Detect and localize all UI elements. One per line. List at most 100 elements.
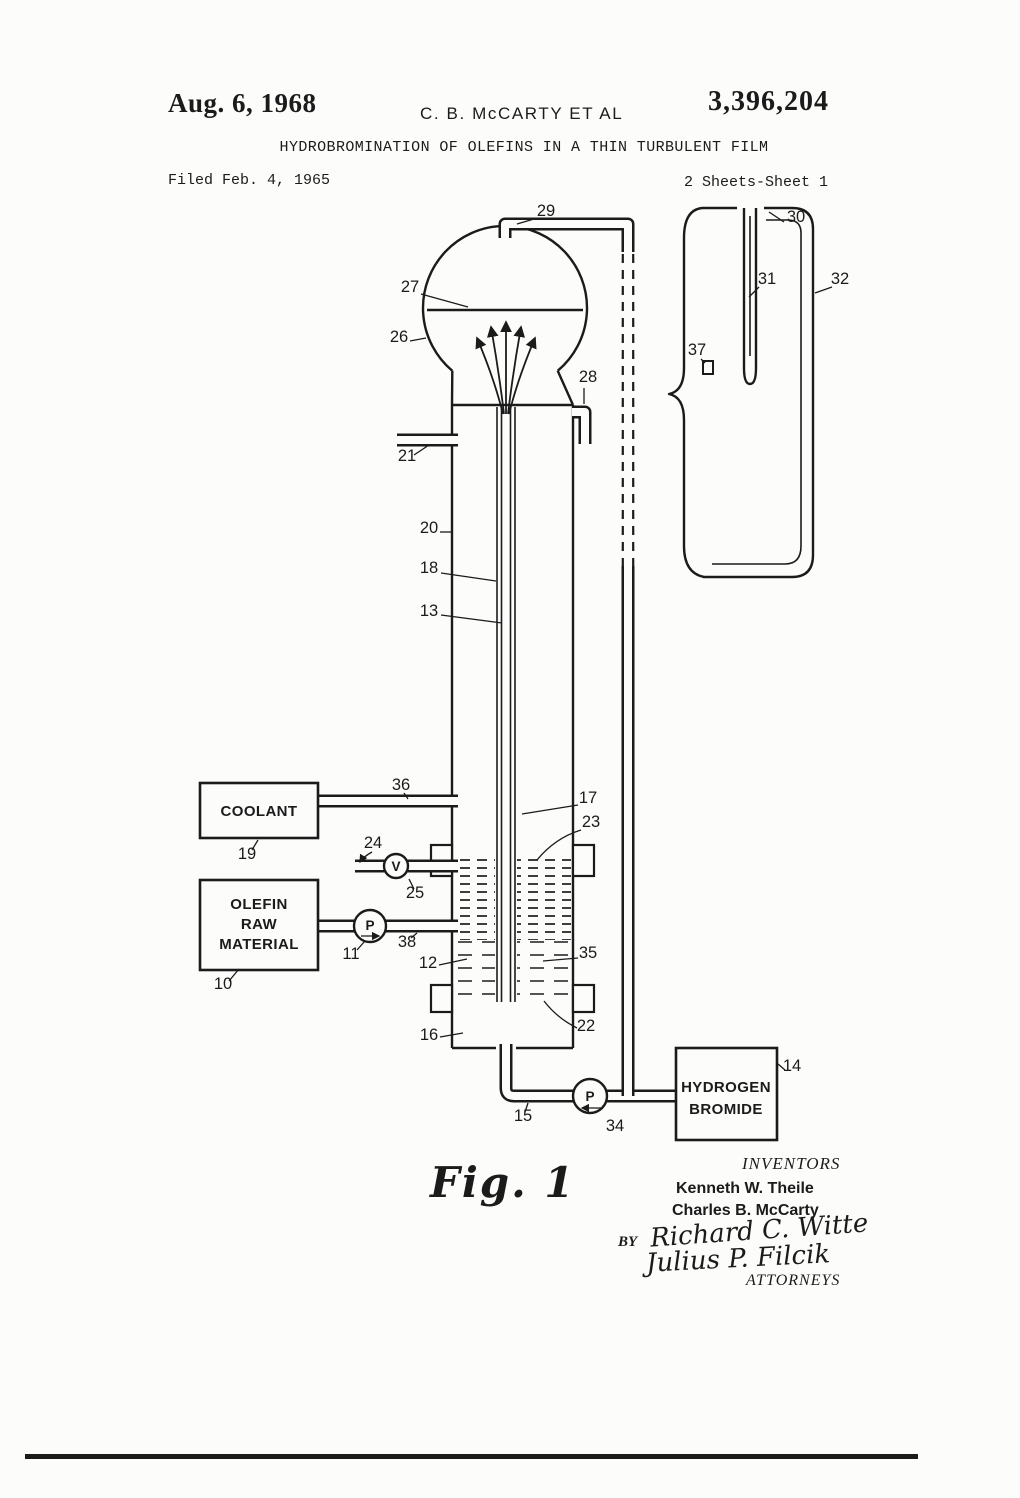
ref-31: 31 <box>758 270 776 288</box>
dashed-vapor-line <box>621 254 635 566</box>
hatch-dense-right <box>517 854 571 940</box>
figure-caption: Fig. 1 <box>430 1158 576 1207</box>
flange-bottom-right <box>571 983 596 1014</box>
leader-15 <box>524 1102 529 1113</box>
hbr-box-label-2: BROMIDE <box>689 1101 763 1118</box>
spray-arrows <box>475 320 537 415</box>
ref-36: 36 <box>392 776 410 794</box>
patent-authors: C. B. McCARTY ET AL <box>420 104 624 123</box>
leader-14 <box>777 1063 786 1071</box>
patent-number: 3,396,204 <box>708 86 829 117</box>
leader-23 <box>536 829 582 861</box>
ref-29: 29 <box>537 202 555 220</box>
coolant-box: COOLANT <box>198 781 320 840</box>
leader-37 <box>700 358 706 364</box>
spray-arrow-1 <box>475 336 504 415</box>
inner-tube-31 <box>742 208 758 386</box>
pipe-overhead-inner <box>501 220 632 252</box>
leader-10 <box>228 968 240 982</box>
by-label: BY <box>618 1234 638 1250</box>
spray-arrow-4 <box>507 325 526 415</box>
vessel-outer-wall <box>703 206 815 579</box>
ref-30: 30 <box>787 208 805 226</box>
ref-25: 25 <box>406 884 424 902</box>
port-28-inner <box>572 408 589 444</box>
olefin-box-label-2: RAW <box>241 916 278 933</box>
vessel-left-brace-wall <box>667 206 705 579</box>
jacket-liquid-hatch <box>454 854 571 996</box>
hatch-dense-left <box>454 854 495 940</box>
inner-tubes <box>495 407 517 1002</box>
flask-outline <box>421 224 589 372</box>
hatch-sparse-left <box>454 940 495 996</box>
ref-37: 37 <box>688 341 706 359</box>
flange-top-right <box>571 843 596 878</box>
ref-10: 10 <box>214 975 232 993</box>
olefin-pump: P <box>352 908 388 944</box>
patent-title: HYDROBROMINATION OF OLEFINS IN A THIN TU… <box>279 139 769 156</box>
leader-27 <box>420 293 469 308</box>
hbr-box-outline <box>674 1046 779 1142</box>
leader-32 <box>814 286 833 294</box>
ref-17: 17 <box>579 789 597 807</box>
leader-38 <box>410 932 418 939</box>
valve-letter: V <box>391 859 400 874</box>
ref-13: 13 <box>420 602 438 620</box>
pipe-bottom-run-inner <box>502 1044 678 1100</box>
vessel-inner-wall <box>712 219 802 565</box>
filed-date: Filed Feb. 4, 1965 <box>168 172 331 189</box>
leader-31 <box>748 286 760 298</box>
leader-22 <box>543 1000 578 1029</box>
coolant-box-outline <box>198 781 320 840</box>
olefin-box-label-1: OLEFIN <box>230 896 287 913</box>
flask-shoulders <box>450 370 575 406</box>
ref-27: 27 <box>401 278 419 296</box>
ref-24: 24 <box>364 834 382 852</box>
olefin-box: OLEFIN RAW MATERIAL <box>198 878 320 972</box>
leader-16 <box>439 1032 464 1038</box>
hbr-box-label-1: HYDROGEN <box>681 1079 771 1096</box>
spray-arrow-2 <box>486 325 505 415</box>
tube-backing <box>495 407 517 1002</box>
spray-arrow-5 <box>508 336 537 415</box>
ref-21: 21 <box>398 447 416 465</box>
tube-walls <box>496 407 516 1002</box>
ref-26: 26 <box>390 328 408 346</box>
patent-date: Aug. 6, 1968 <box>168 88 317 118</box>
ref-12: 12 <box>419 954 437 972</box>
ref-34: 34 <box>606 1117 624 1135</box>
ref-11: 11 <box>342 945 359 963</box>
fitting-37 <box>702 360 714 375</box>
hatch-sparse-right <box>517 940 571 996</box>
flange-bottom-left <box>429 983 454 1014</box>
leader-11 <box>356 940 366 951</box>
inventor-name-1: Kenneth W. Theile <box>676 1180 814 1197</box>
hbr-pump: P <box>571 1077 609 1115</box>
ref-18: 18 <box>420 559 438 577</box>
leader-13 <box>440 614 503 624</box>
ref-22: 22 <box>577 1017 595 1035</box>
column-walls <box>450 405 575 1048</box>
leader-21 <box>413 444 430 456</box>
inventors-heading: INVENTORS <box>742 1154 841 1173</box>
reference-numerals: 29 30 27 26 31 32 37 28 21 20 18 13 36 <box>214 202 849 1135</box>
inventor-name-2: Charles B. McCarty <box>672 1202 819 1219</box>
detail-vessel <box>667 206 815 579</box>
ref-28: 28 <box>579 368 597 386</box>
reactor-column <box>421 224 589 1050</box>
leader-12 <box>438 958 468 966</box>
leader-35 <box>542 957 579 962</box>
leader-36 <box>403 792 409 800</box>
ref-16: 16 <box>420 1026 438 1044</box>
leader-19 <box>251 839 259 851</box>
leader-29 <box>516 218 535 225</box>
ref-23: 23 <box>582 813 600 831</box>
ref-15: 15 <box>514 1107 532 1125</box>
sheet-info: 2 Sheets-Sheet 1 <box>684 174 829 191</box>
vent-valve: V <box>382 852 410 880</box>
valve-circle-icon <box>382 852 410 880</box>
olefin-box-label-3: MATERIAL <box>219 936 299 953</box>
ref-20: 20 <box>420 519 438 537</box>
leader-25 <box>408 878 415 890</box>
pipe-overhead-outer <box>498 217 635 252</box>
